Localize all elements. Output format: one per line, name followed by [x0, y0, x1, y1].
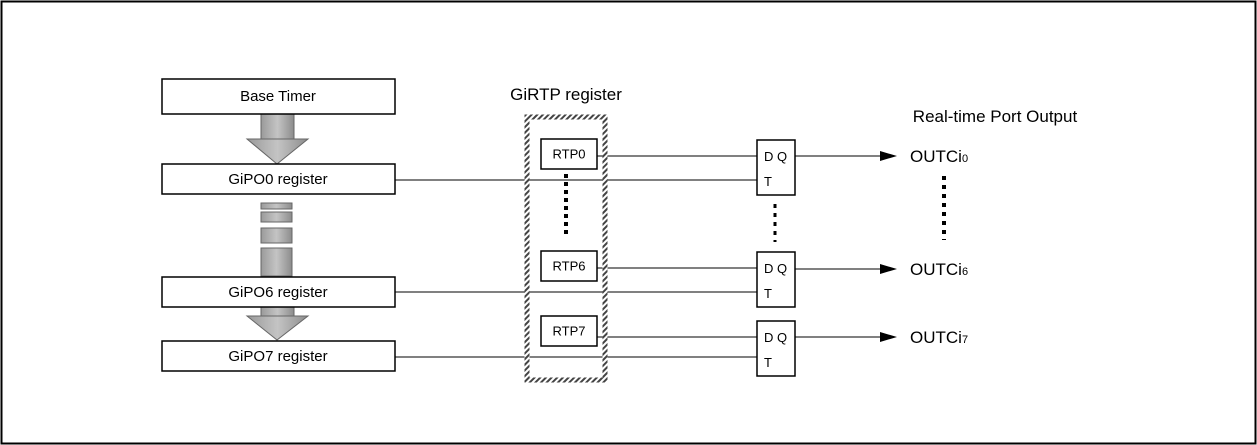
rtp7-label: RTP7 — [553, 323, 586, 338]
flipflop-0-t: T — [764, 174, 772, 189]
outci0-main: OUTCi — [910, 147, 962, 166]
rtp6-box: RTP6 — [540, 250, 598, 282]
rtp7-box: RTP7 — [540, 315, 598, 347]
gipo0-register-label: GiPO0 register — [228, 171, 327, 188]
gipo7-register-label: GiPO7 register — [228, 348, 327, 365]
rtp0-label: RTP0 — [553, 146, 586, 161]
flipflop-7-dq: D Q — [764, 330, 787, 345]
outci6-label: OUTCi6 — [910, 260, 968, 279]
flipflop-0-dq: D Q — [764, 149, 787, 164]
rtp0-box: RTP0 — [540, 138, 598, 170]
base-timer-to-po0-arrow — [245, 113, 310, 165]
gipo0-register-box: GiPO0 register — [161, 163, 396, 195]
outci0-sub: 0 — [962, 153, 968, 165]
po6-to-po7-arrow — [245, 306, 310, 341]
girtp-register-container — [524, 114, 608, 383]
outci7-main: OUTCi — [910, 328, 962, 347]
girtp-register-title: GiRTP register — [510, 85, 622, 104]
gipo7-register-box: GiPO7 register — [161, 340, 396, 372]
flipflop-0: D Q T — [756, 139, 796, 196]
outci7-sub: 7 — [962, 334, 968, 346]
gipo6-register-label: GiPO6 register — [228, 284, 327, 301]
outci7-label: OUTCi7 — [910, 328, 968, 347]
po0-to-po6-dashed-arrow — [260, 202, 293, 277]
base-timer-label: Base Timer — [240, 88, 316, 105]
realtime-port-output-title: Real-time Port Output — [913, 107, 1078, 126]
flipflop-6-t: T — [764, 286, 772, 301]
base-timer-box: Base Timer — [161, 78, 396, 115]
gipo6-register-box: GiPO6 register — [161, 276, 396, 308]
outci6-main: OUTCi — [910, 260, 962, 279]
flipflop-6-dq: D Q — [764, 261, 787, 276]
connection-wires — [395, 155, 757, 358]
flipflop-6: D Q T — [756, 251, 796, 308]
rtp6-label: RTP6 — [553, 258, 586, 273]
output-arrows — [795, 151, 897, 342]
flipflop-7-t: T — [764, 355, 772, 370]
outci6-sub: 6 — [962, 266, 968, 278]
outci0-label: OUTCi0 — [910, 147, 968, 166]
flipflop-7: D Q T — [756, 320, 796, 377]
